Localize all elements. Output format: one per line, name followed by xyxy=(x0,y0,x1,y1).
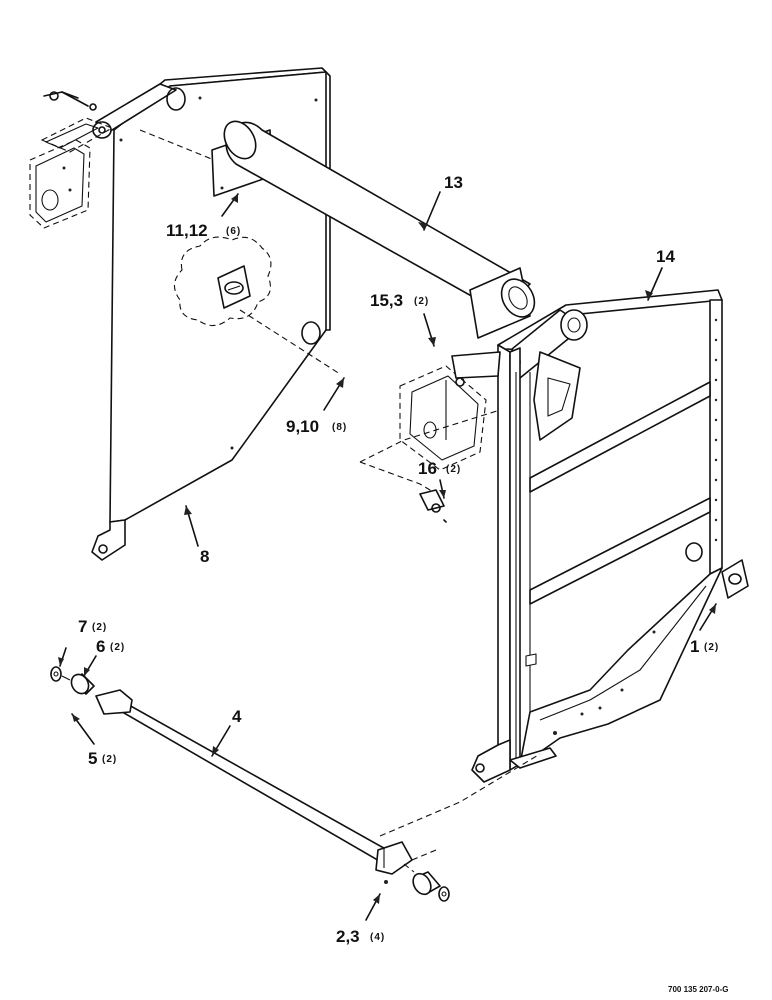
svg-text:(2): (2) xyxy=(704,642,719,653)
callout-11-12: 11,12 (6) xyxy=(166,221,241,240)
svg-text:5: 5 xyxy=(88,749,97,768)
left-hinge-detail xyxy=(29,91,114,229)
callout-4: 4 xyxy=(232,707,242,726)
svg-text:2,3: 2,3 xyxy=(336,927,360,946)
svg-text:(8): (8) xyxy=(332,422,347,433)
callout-14: 14 xyxy=(656,247,675,266)
callout-2-3: 2,3 (4) xyxy=(336,927,385,946)
right-side-frame xyxy=(471,289,723,783)
callout-1: 1 (2) xyxy=(690,637,719,656)
svg-text:15,3: 15,3 xyxy=(370,291,403,310)
callout-16: 16 (2) xyxy=(418,459,461,478)
lower-shaft xyxy=(50,666,541,902)
leader-lines xyxy=(58,191,717,921)
callout-8: 8 xyxy=(200,547,209,566)
callout-13: 13 xyxy=(444,173,463,192)
svg-text:1: 1 xyxy=(690,637,699,656)
callout-9-10: 9,10 (8) xyxy=(286,417,347,436)
svg-text:(4): (4) xyxy=(370,932,385,943)
svg-text:(2): (2) xyxy=(110,642,125,653)
callout-6: 6 (2) xyxy=(96,637,125,656)
figure-number: 700 135 207-0-G xyxy=(668,985,729,994)
cross-tube xyxy=(139,120,536,339)
callout-7: 7 (2) xyxy=(78,617,107,636)
svg-text:7: 7 xyxy=(78,617,87,636)
svg-text:13: 13 xyxy=(444,173,463,192)
right-bearing-plate xyxy=(721,559,749,599)
svg-text:(2): (2) xyxy=(102,754,117,765)
bearing-detail-cloud xyxy=(173,236,341,375)
callout-5: 5 (2) xyxy=(88,749,117,768)
left-side-panel xyxy=(91,67,331,561)
callout-15-3: 15,3 (2) xyxy=(370,291,429,310)
svg-text:(2): (2) xyxy=(414,296,429,307)
svg-text:14: 14 xyxy=(656,247,675,266)
svg-text:16: 16 xyxy=(418,459,437,478)
svg-text:9,10: 9,10 xyxy=(286,417,319,436)
svg-text:4: 4 xyxy=(232,707,242,726)
right-mount-detail xyxy=(359,351,501,523)
svg-text:(2): (2) xyxy=(446,464,461,475)
svg-text:8: 8 xyxy=(200,547,209,566)
svg-text:(6): (6) xyxy=(226,226,241,237)
svg-text:11,12: 11,12 xyxy=(166,221,208,240)
svg-text:(2): (2) xyxy=(92,622,107,633)
svg-text:6: 6 xyxy=(96,637,105,656)
